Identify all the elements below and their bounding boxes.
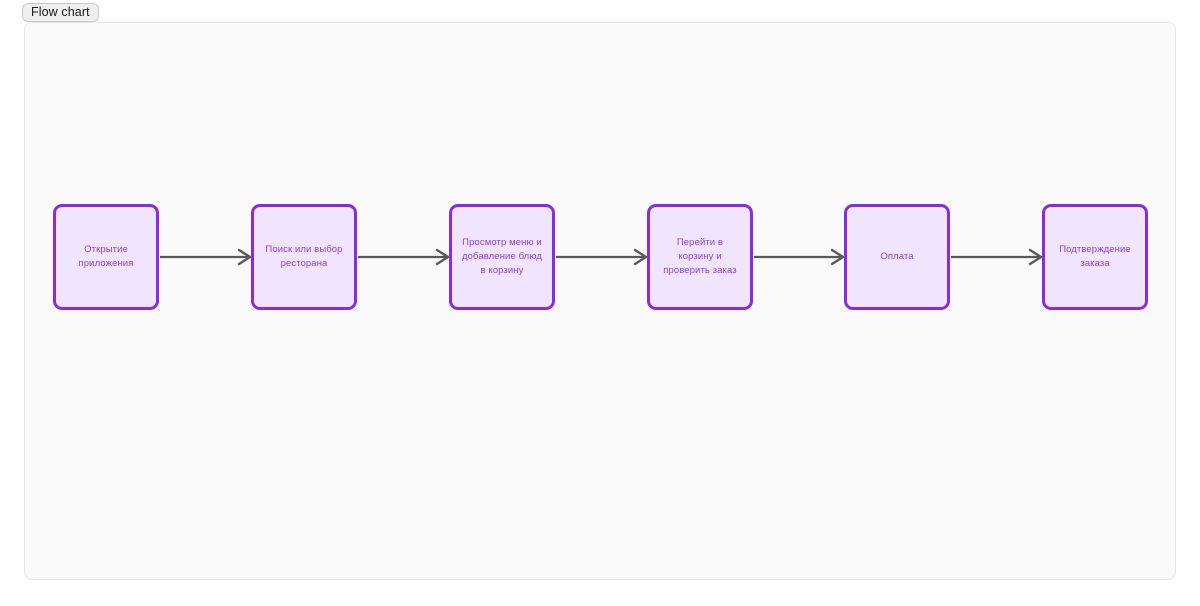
flow-node-n4[interactable]: Перейти в корзину и проверить заказ [647, 204, 753, 310]
flow-node-label: Оплата [880, 251, 914, 262]
tab-bar: Flow chart [22, 3, 99, 22]
flow-edge-n1-n2 [159, 245, 252, 269]
flow-node-n2[interactable]: Поиск или выбор ресторана [251, 204, 357, 310]
flow-node-label: Открытие приложения [78, 244, 134, 269]
flow-layer: Открытие приложения Поиск или выбор ресто… [25, 23, 1175, 579]
flow-edge-n3-n4 [555, 245, 648, 269]
flow-node-n6[interactable]: Подтверждение заказа [1042, 204, 1148, 310]
tab-flow-chart[interactable]: Flow chart [22, 3, 99, 22]
flow-edge-n5-n6 [950, 245, 1043, 269]
flow-edge-n2-n3 [357, 245, 450, 269]
flowchart-canvas[interactable]: Открытие приложения Поиск или выбор ресто… [24, 22, 1176, 580]
flow-node-n1[interactable]: Открытие приложения [53, 204, 159, 310]
flow-node-n5[interactable]: Оплата [844, 204, 950, 310]
flow-node-n3[interactable]: Просмотр меню и добавление блюд в корзин… [449, 204, 555, 310]
flow-node-label: Просмотр меню и добавление блюд в корзин… [462, 237, 542, 276]
flow-node-label: Поиск или выбор ресторана [265, 244, 343, 269]
flow-edge-n4-n5 [753, 245, 845, 269]
flow-node-label: Перейти в корзину и проверить заказ [663, 237, 737, 276]
flow-node-label: Подтверждение заказа [1059, 244, 1131, 269]
